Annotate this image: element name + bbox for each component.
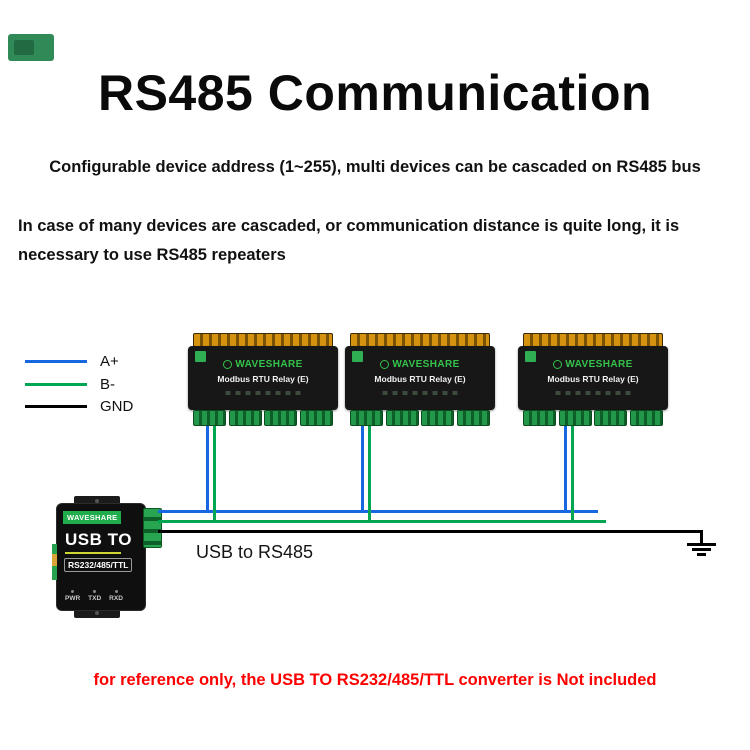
relay-body: WAVESHARE Modbus RTU Relay (E) bbox=[518, 346, 668, 410]
legend-row-b-minus: B- bbox=[25, 375, 115, 393]
earth-ground-bar-1 bbox=[687, 543, 716, 546]
led-dot bbox=[93, 590, 97, 593]
earth-ground-bar-3 bbox=[697, 553, 706, 556]
led-label: RXD bbox=[109, 595, 123, 602]
channel-indicators bbox=[382, 391, 458, 395]
brand-label: WAVESHARE bbox=[345, 359, 495, 370]
drop-wire-a-module-3 bbox=[564, 426, 567, 513]
ethernet-port bbox=[352, 351, 363, 362]
legend-row-a-plus: A+ bbox=[25, 352, 119, 370]
b-minus-wire-swatch bbox=[25, 382, 87, 386]
brand-label: WAVESHARE bbox=[518, 359, 668, 370]
led-rxd: RXD bbox=[109, 590, 123, 602]
terminal-strip-top bbox=[193, 333, 333, 349]
waveshare-logo-icon bbox=[223, 360, 233, 369]
converter-led-panel: PWR TXD RXD bbox=[65, 590, 123, 602]
relay-module-2: WAVESHARE Modbus RTU Relay (E) bbox=[345, 333, 495, 429]
legend-label-gnd: GND bbox=[100, 397, 134, 415]
waveshare-logo-icon bbox=[553, 360, 563, 369]
disclaimer-text: for reference only, the USB TO RS232/485… bbox=[93, 671, 657, 689]
bus-line-gnd bbox=[158, 530, 702, 533]
page-title: RS485 Communication bbox=[97, 65, 653, 121]
model-label: Modbus RTU Relay (E) bbox=[217, 374, 309, 384]
earth-ground-bar-2 bbox=[692, 548, 711, 551]
terminal-strip-bottom bbox=[350, 410, 490, 426]
corner-logo-mark bbox=[14, 40, 34, 55]
waveshare-logo-icon bbox=[380, 360, 390, 369]
ethernet-port bbox=[525, 351, 536, 362]
converter-accent-stripe bbox=[65, 552, 121, 554]
drop-wire-a-module-1 bbox=[206, 426, 209, 513]
led-txd: TXD bbox=[88, 590, 101, 602]
drop-wire-b-module-3 bbox=[571, 426, 574, 523]
bus-line-b-minus bbox=[158, 520, 606, 523]
drop-wire-b-module-1 bbox=[213, 426, 216, 523]
channel-indicators bbox=[225, 391, 301, 395]
brand-text: WAVESHARE bbox=[565, 359, 633, 370]
legend-label-b-minus: B- bbox=[100, 375, 115, 393]
mounting-flange-bottom bbox=[74, 608, 120, 618]
converter-interface-label: RS232/485/TTL bbox=[64, 558, 133, 572]
legend-label-a-plus: A+ bbox=[100, 352, 119, 370]
gnd-wire-swatch bbox=[25, 404, 87, 408]
drop-wire-b-module-2 bbox=[368, 426, 371, 523]
legend-row-gnd: GND bbox=[25, 397, 134, 415]
brand-text: WAVESHARE bbox=[392, 359, 460, 370]
brand-label: WAVESHARE bbox=[188, 359, 338, 370]
model-label: Modbus RTU Relay (E) bbox=[547, 374, 639, 384]
led-dot bbox=[71, 590, 75, 593]
terminal-strip-bottom bbox=[193, 410, 333, 426]
brand-text: WAVESHARE bbox=[235, 359, 303, 370]
converter-product-label: USB TO bbox=[65, 530, 132, 549]
relay-body: WAVESHARE Modbus RTU Relay (E) bbox=[345, 346, 495, 410]
led-dot bbox=[114, 590, 118, 593]
terminal-strip-top bbox=[350, 333, 490, 349]
terminal-strip-top bbox=[523, 333, 663, 349]
bus-line-a-plus bbox=[158, 510, 598, 513]
corner-logo bbox=[8, 34, 54, 61]
usb-port-contact bbox=[52, 554, 57, 566]
relay-body: WAVESHARE Modbus RTU Relay (E) bbox=[188, 346, 338, 410]
note-text: In case of many devices are cascaded, or… bbox=[18, 217, 680, 264]
model-label: Modbus RTU Relay (E) bbox=[374, 374, 466, 384]
earth-ground-icon bbox=[700, 530, 703, 543]
converter-body: WAVESHARE USB TO RS232/485/TTL PWR TXD R… bbox=[56, 503, 146, 611]
led-pwr: PWR bbox=[65, 590, 80, 602]
bus-label: USB to RS485 bbox=[196, 542, 314, 562]
intro-text: Configurable device address (1~255), mul… bbox=[49, 158, 701, 176]
a-plus-wire-swatch bbox=[25, 359, 87, 363]
led-label: TXD bbox=[88, 595, 102, 602]
drop-wire-a-module-2 bbox=[361, 426, 364, 513]
ethernet-port bbox=[195, 351, 206, 362]
mounting-flange-top bbox=[74, 496, 120, 506]
relay-module-3: WAVESHARE Modbus RTU Relay (E) bbox=[518, 333, 668, 429]
led-label: PWR bbox=[65, 595, 81, 602]
screw-terminal-block bbox=[143, 508, 162, 548]
terminal-strip-bottom bbox=[523, 410, 663, 426]
usb-converter: WAVESHARE USB TO RS232/485/TTL PWR TXD R… bbox=[52, 496, 162, 618]
relay-module-1: WAVESHARE Modbus RTU Relay (E) bbox=[188, 333, 338, 429]
converter-brand-label: WAVESHARE bbox=[63, 511, 122, 524]
channel-indicators bbox=[555, 391, 631, 395]
